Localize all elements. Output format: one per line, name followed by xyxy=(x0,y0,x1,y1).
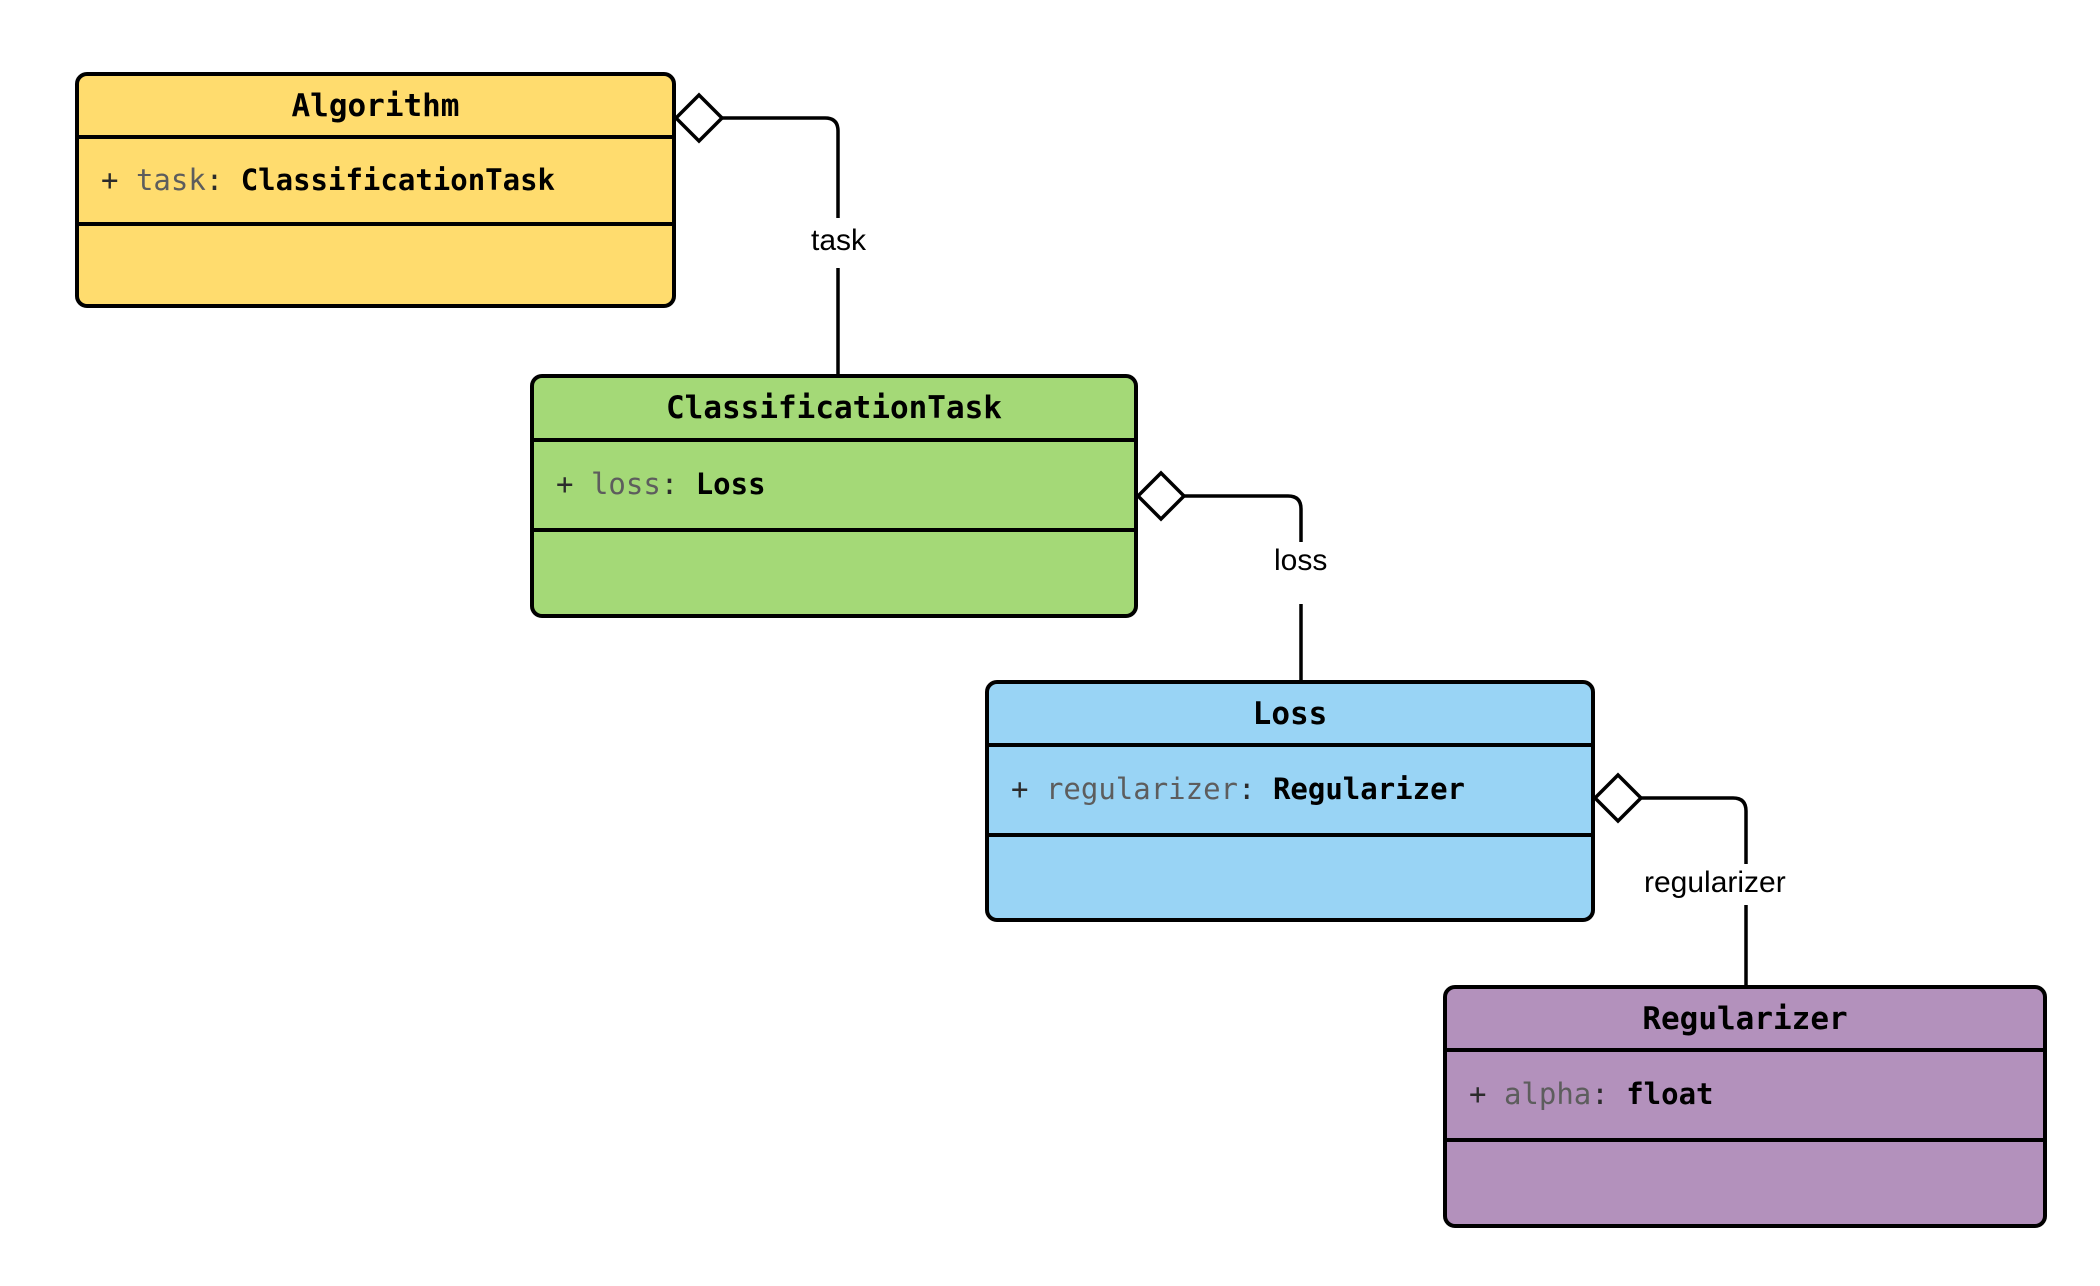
attribute-visibility: + xyxy=(1469,1077,1487,1112)
attribute-type: ClassificationTask xyxy=(240,162,555,197)
class-attribute-row: + task: ClassificationTask xyxy=(79,162,672,197)
attribute-type: Loss xyxy=(695,467,766,502)
attribute-name: alpha xyxy=(1503,1077,1592,1112)
class-methods-regularizer xyxy=(1447,1142,2043,1224)
class-attributes-regularizer: + alpha: float xyxy=(1447,1052,2043,1142)
aggregation-diamond-loss xyxy=(1135,470,1187,522)
attribute-separator: : xyxy=(660,467,679,502)
class-attribute-row: + regularizer: Regularizer xyxy=(989,772,1591,807)
class-methods-algorithm xyxy=(79,226,672,304)
class-methods-loss xyxy=(989,837,1591,918)
relationship-label-regularizer: regularizer xyxy=(1638,864,1792,903)
attribute-name: task xyxy=(135,162,206,197)
attribute-visibility: + xyxy=(101,162,119,197)
class-box-loss[interactable]: Loss + regularizer: Regularizer xyxy=(985,680,1595,922)
class-title-regularizer: Regularizer xyxy=(1447,989,2043,1052)
attribute-separator: : xyxy=(1591,1077,1609,1112)
class-methods-classification-task xyxy=(534,532,1134,614)
relationship-task-line xyxy=(722,116,840,218)
class-box-regularizer[interactable]: Regularizer + alpha: float xyxy=(1443,985,2047,1228)
relationship-label-loss: loss xyxy=(1268,542,1334,581)
class-title-algorithm: Algorithm xyxy=(79,76,672,139)
attribute-separator: : xyxy=(205,162,224,197)
attribute-type: Regularizer xyxy=(1272,772,1465,807)
class-attribute-row: + alpha: float xyxy=(1447,1077,2043,1112)
class-box-classification-task[interactable]: ClassificationTask + loss: Loss xyxy=(530,374,1138,618)
attribute-type: float xyxy=(1626,1077,1714,1112)
attribute-visibility: + xyxy=(556,467,574,502)
attribute-name: regularizer xyxy=(1045,772,1238,807)
aggregation-diamond-regularizer xyxy=(1592,772,1644,824)
relationship-label-task: task xyxy=(805,222,873,261)
attribute-separator: : xyxy=(1238,772,1256,807)
class-attributes-loss: + regularizer: Regularizer xyxy=(989,747,1591,837)
class-attributes-classification-task: + loss: Loss xyxy=(534,442,1134,532)
class-title-loss: Loss xyxy=(989,684,1591,747)
attribute-name: loss xyxy=(590,467,661,502)
attribute-visibility: + xyxy=(1011,772,1029,807)
class-attributes-algorithm: + task: ClassificationTask xyxy=(79,139,672,226)
class-title-classification-task: ClassificationTask xyxy=(534,378,1134,442)
class-box-algorithm[interactable]: Algorithm + task: ClassificationTask xyxy=(75,72,676,308)
aggregation-diamond-task xyxy=(673,92,725,144)
class-attribute-row: + loss: Loss xyxy=(534,467,1134,502)
relationship-regularizer-line xyxy=(1641,796,1748,865)
